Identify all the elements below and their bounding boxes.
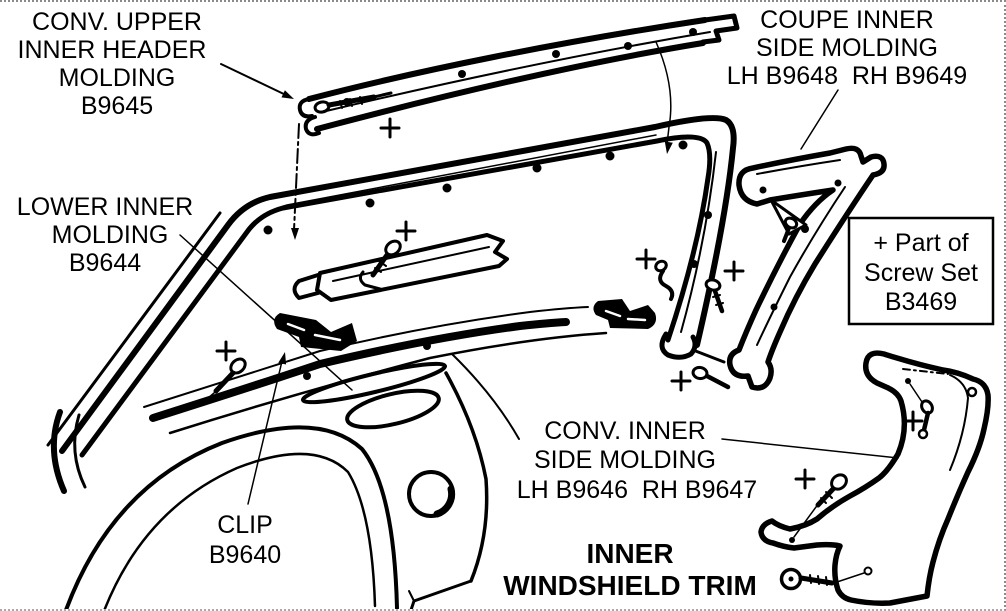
screw-drawing	[670, 365, 731, 392]
part-number: LH B9646 RH B9647	[517, 476, 757, 504]
leader-line	[220, 63, 289, 97]
callout-lower-inner-molding: LOWER INNER MOLDING B9644	[17, 193, 193, 277]
screw-set-plus-mark	[902, 410, 924, 432]
screw-drawing	[902, 378, 934, 440]
arrowhead	[281, 90, 294, 99]
part-hole	[966, 386, 978, 398]
part-number: B9645	[81, 92, 153, 120]
screw-drawing	[704, 260, 745, 314]
lower-inner-molding-drawing	[143, 306, 608, 435]
screw-set-plus-mark	[670, 370, 692, 392]
callout-line: MOLDING	[52, 221, 169, 249]
callout-clip: CLIP B9640	[209, 511, 281, 569]
note-line: Screw Set	[864, 259, 978, 287]
arrowhead	[291, 228, 299, 240]
frame-hole	[263, 225, 273, 235]
strip-hole	[458, 70, 466, 78]
leader-line	[247, 356, 284, 505]
molding-hole	[423, 342, 431, 350]
callout-line: COUPE INNER	[760, 6, 934, 34]
coupe-side-molding-drawing	[593, 145, 887, 392]
part-number: LH B9648 RH B9649	[727, 62, 967, 90]
screw-drawing	[313, 91, 393, 114]
strip-hole	[624, 42, 632, 50]
frame-hole	[678, 140, 688, 150]
header-molding-part-drawing	[297, 13, 740, 139]
leader-line	[179, 234, 353, 391]
part-number: B9644	[69, 249, 141, 277]
leader-line	[721, 438, 899, 459]
clip-part	[593, 299, 657, 329]
screw-drawing	[789, 468, 848, 543]
callout-conv-inner-side-molding: CONV. INNER SIDE MOLDING LH B9646 RH B96…	[517, 417, 757, 504]
note-box-border	[847, 216, 995, 326]
screw-drawing	[198, 340, 247, 407]
diagram-title: INNER WINDSHIELD TRIM	[503, 538, 757, 601]
leader-line	[800, 89, 839, 150]
molding-hole	[303, 372, 311, 380]
windshield-frame-drawing	[46, 115, 737, 458]
part-hole	[770, 303, 778, 311]
callout-line: INNER HEADER	[18, 36, 207, 64]
callout-coupe-inner-side-molding: COUPE INNER SIDE MOLDING LH B9648 RH B96…	[727, 6, 967, 90]
clip-assembly-drawing	[198, 220, 509, 407]
frame-hole	[704, 211, 712, 219]
screw-drawing	[782, 216, 799, 243]
part-hole	[759, 186, 767, 194]
leader-line	[655, 41, 672, 145]
callout-line: CONV. INNER	[544, 417, 706, 445]
pillar-foot	[659, 331, 698, 360]
note-line: + Part of	[873, 229, 968, 257]
leader-lines	[179, 41, 899, 505]
callout-line: MOLDING	[59, 64, 176, 92]
pillar-end-crescent	[50, 409, 67, 494]
part-number: B9640	[209, 541, 281, 569]
leader-line	[293, 123, 300, 231]
title-line: INNER	[586, 538, 673, 569]
part-hole	[834, 179, 842, 187]
arrowhead	[278, 352, 287, 365]
screw-drawing	[779, 566, 873, 591]
title-line: WINDSHIELD TRIM	[503, 570, 757, 601]
screw-drawing	[370, 239, 402, 278]
strip-hole	[689, 28, 697, 36]
callout-line: LOWER INNER	[17, 193, 193, 221]
callout-conv-upper-header-molding: CONV. UPPER INNER HEADER MOLDING B9645	[18, 8, 207, 120]
screw-set-note-box: + Part of Screw Set B3469	[847, 216, 995, 326]
screw-set-plus-mark	[794, 468, 816, 490]
callout-line: SIDE MOLDING	[534, 446, 716, 474]
frame-hole	[442, 183, 452, 193]
screw-set-plus-mark	[395, 220, 417, 242]
frame-hole	[365, 198, 375, 208]
screw-set-plus-mark	[635, 248, 657, 270]
body-quarter-panel-drawing	[50, 353, 520, 609]
part-number: B3469	[885, 288, 957, 316]
frame-hole	[605, 151, 615, 161]
strip-hole	[552, 50, 560, 58]
screw-set-plus-mark	[723, 260, 745, 282]
clip-part	[274, 313, 357, 351]
callout-line: CLIP	[217, 511, 273, 539]
screw-drawing	[635, 248, 675, 301]
callout-line: CONV. UPPER	[32, 8, 202, 36]
conv-side-molding-drawing	[758, 350, 991, 606]
frame-hole	[532, 163, 542, 173]
arrowhead	[664, 141, 673, 154]
frame-hole	[690, 260, 698, 268]
screw-set-plus-mark	[379, 117, 401, 139]
screw-set-plus-mark	[215, 340, 237, 362]
callout-line: SIDE MOLDING	[756, 34, 938, 62]
body-slot-oval	[345, 388, 441, 430]
